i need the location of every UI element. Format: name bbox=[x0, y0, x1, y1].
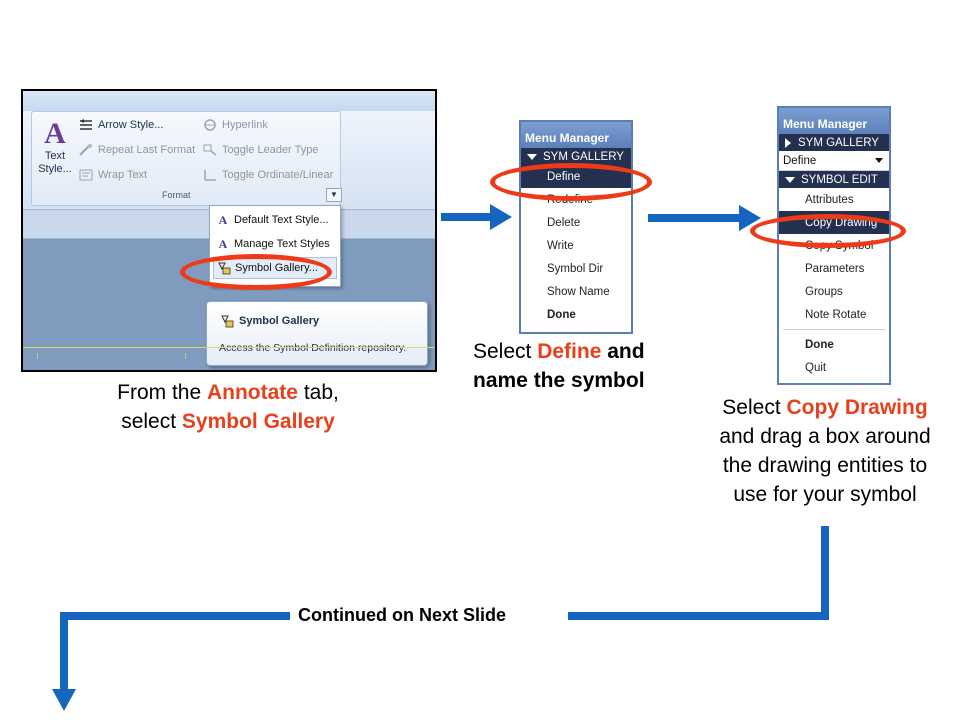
caption-step3-line3: the drawing entities to bbox=[722, 454, 928, 477]
menu-manager-title: Menu Manager bbox=[779, 108, 889, 134]
tooltip-title: Symbol Gallery bbox=[219, 314, 319, 328]
connector-horizontal-right bbox=[568, 612, 829, 620]
hyperlink-button[interactable]: Hyperlink bbox=[202, 116, 333, 134]
manage-text-styles-icon: A bbox=[218, 236, 228, 251]
toggle-leader-type-button[interactable]: Toggle Leader Type bbox=[202, 141, 333, 159]
menu-item-done[interactable]: Done bbox=[805, 338, 834, 351]
tooltip-description: Access the Symbol Definition repository. bbox=[219, 342, 407, 354]
connector-vertical-left bbox=[60, 612, 68, 690]
text-style-button[interactable]: A Text Style... bbox=[38, 118, 72, 188]
format-group: A Text Style... Arrow Style... Repeat La… bbox=[31, 111, 342, 206]
sym-gallery-header[interactable]: SYM GALLERY bbox=[779, 134, 889, 151]
menu-item-parameters[interactable]: Parameters bbox=[805, 262, 865, 275]
format-dropdown-button[interactable]: ▼ bbox=[326, 188, 342, 202]
hyperlink-icon bbox=[204, 119, 216, 131]
default-text-style-icon: A bbox=[218, 212, 228, 227]
ruler-tick bbox=[185, 353, 186, 359]
arrow-style-button[interactable]: Arrow Style... bbox=[78, 116, 195, 134]
arrow-step1-head bbox=[490, 204, 512, 230]
continued-label: Continued on Next Slide bbox=[298, 605, 507, 625]
menu-manager-define: Menu Manager SYM GALLERY Define Redefine… bbox=[519, 120, 633, 334]
wrap-text-label: Wrap Text bbox=[98, 169, 148, 181]
collapse-triangle-icon bbox=[785, 176, 795, 183]
highlight-oval-copy-drawing bbox=[750, 214, 906, 248]
arrow-step2-shaft bbox=[648, 214, 740, 222]
wrap-text-icon bbox=[79, 169, 93, 181]
ribbon-screenshot: A Text Style... Arrow Style... Repeat La… bbox=[21, 89, 437, 372]
arrow-style-icon bbox=[80, 119, 92, 130]
ribbon-body: A Text Style... Arrow Style... Repeat La… bbox=[23, 111, 435, 210]
toggle-ordinate-button[interactable]: Toggle Ordinate/Linear bbox=[202, 166, 333, 184]
menu-item-default-text-style[interactable]: A Default Text Style... bbox=[210, 208, 340, 232]
repeat-last-format-label: Repeat Last Format bbox=[98, 144, 196, 156]
format-col1: Arrow Style... Repeat Last Format Wrap T… bbox=[78, 116, 195, 184]
toggle-leader-type-label: Toggle Leader Type bbox=[222, 144, 319, 156]
tooltip-title-text: Symbol Gallery bbox=[239, 315, 320, 327]
repeat-format-icon bbox=[79, 144, 92, 156]
caption-step3: Select Copy Drawing and drag a box aroun… bbox=[690, 393, 960, 509]
chevron-down-icon bbox=[875, 158, 883, 163]
caption-step2: Select Define and name the symbol bbox=[473, 337, 645, 395]
caption-step2-line2: name the symbol bbox=[473, 369, 645, 392]
menu-item-manage-text-styles[interactable]: A Manage Text Styles bbox=[210, 232, 340, 256]
menu-item-delete[interactable]: Delete bbox=[547, 216, 581, 229]
menu-item-groups[interactable]: Groups bbox=[805, 285, 843, 298]
define-select[interactable]: Define bbox=[779, 151, 889, 171]
connector-vertical-right bbox=[821, 526, 829, 618]
format-group-label: Format bbox=[162, 190, 191, 200]
sym-gallery-header[interactable]: SYM GALLERY bbox=[521, 148, 631, 165]
caption-step1-line1: From the Annotate tab, bbox=[117, 381, 339, 404]
menu-item-note-rotate[interactable]: Note Rotate bbox=[805, 308, 867, 321]
ribbon-tab-strip bbox=[23, 91, 435, 111]
menu-item-symbol-dir[interactable]: Symbol Dir bbox=[547, 262, 604, 275]
toggle-ordinate-label: Toggle Ordinate/Linear bbox=[222, 169, 334, 181]
text-style-label: Text Style... bbox=[38, 150, 72, 175]
connector-horizontal-left bbox=[60, 612, 290, 620]
symbol-edit-header[interactable]: SYMBOL EDIT bbox=[779, 171, 889, 188]
caption-step3-line2: and drag a box around bbox=[719, 425, 931, 448]
arrow-style-label: Arrow Style... bbox=[98, 119, 164, 131]
hyperlink-label: Hyperlink bbox=[222, 119, 268, 131]
text-style-icon: A bbox=[44, 117, 66, 150]
caption-step1: From the Annotate tab, select Symbol Gal… bbox=[21, 378, 435, 436]
menu-item-label: Default Text Style... bbox=[234, 214, 329, 226]
caption-step1-line2: select Symbol Gallery bbox=[121, 410, 335, 433]
define-select-value: Define bbox=[783, 154, 817, 167]
toggle-leader-icon bbox=[203, 144, 217, 156]
collapse-triangle-icon bbox=[527, 153, 537, 160]
wrap-text-button[interactable]: Wrap Text bbox=[78, 166, 195, 184]
ruler-line bbox=[23, 347, 435, 348]
caption-step2-line1: Select Define and bbox=[473, 340, 645, 363]
ruler-tick bbox=[37, 353, 38, 359]
caption-step3-line1: Select Copy Drawing bbox=[722, 396, 928, 419]
caption-step3-line4: use for your symbol bbox=[733, 483, 917, 506]
toggle-ordinate-icon bbox=[204, 170, 216, 181]
symbol-gallery-icon bbox=[221, 315, 234, 328]
format-col2: Hyperlink Toggle Leader Type Toggle Ordi… bbox=[202, 116, 333, 184]
menu-item-write[interactable]: Write bbox=[547, 239, 574, 252]
expand-triangle-icon bbox=[785, 137, 791, 148]
menu-item-attributes[interactable]: Attributes bbox=[805, 193, 854, 206]
repeat-last-format-button[interactable]: Repeat Last Format bbox=[78, 141, 195, 159]
arrow-step1-shaft bbox=[441, 213, 491, 221]
connector-arrow-down-head bbox=[52, 689, 76, 711]
menu-item-quit[interactable]: Quit bbox=[805, 361, 827, 374]
symbol-gallery-tooltip: Symbol Gallery Access the Symbol Definit… bbox=[206, 301, 428, 366]
menu-separator bbox=[783, 329, 885, 330]
highlight-oval-symbol-gallery bbox=[180, 254, 332, 290]
menu-manager-title: Menu Manager bbox=[521, 122, 631, 148]
menu-item-label: Manage Text Styles bbox=[234, 238, 330, 250]
menu-item-show-name[interactable]: Show Name bbox=[547, 285, 610, 298]
menu-item-done[interactable]: Done bbox=[547, 308, 576, 321]
highlight-oval-define bbox=[490, 163, 652, 201]
